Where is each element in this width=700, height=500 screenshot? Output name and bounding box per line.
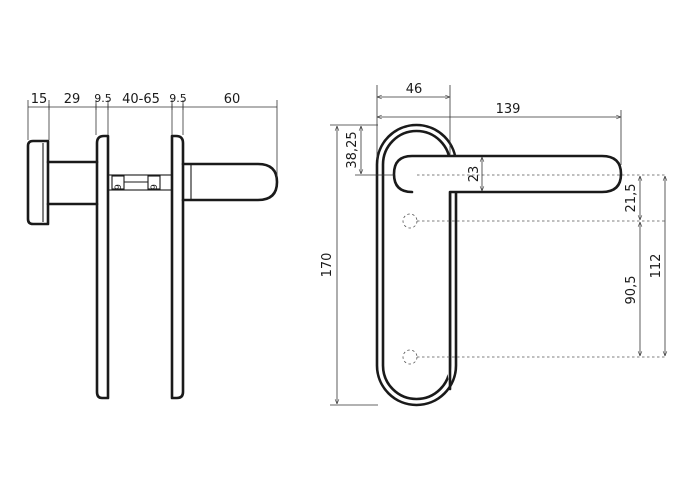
knob-neck (46, 160, 99, 206)
dim-top-offset: 38,25 (345, 131, 360, 168)
dim-lever-height: 23 (467, 166, 482, 183)
dim-plate-right: 9.5 (169, 92, 187, 105)
dim-rose-thickness: 15 (31, 92, 48, 107)
dim-lever-to-screw: 21,5 (624, 184, 639, 213)
dim-lever-to-bottom-screw: 112 (649, 254, 664, 279)
dim-plate-left: 9.5 (94, 92, 112, 105)
spindle: 9 9 (107, 174, 173, 191)
dim-lever-projection: 60 (224, 92, 241, 107)
spindle-label-left: 9 (114, 184, 124, 190)
dim-door-thickness: 40-65 (122, 92, 160, 107)
front-view: 46 139 38,25 23 170 21,5 90,5 11 (320, 82, 665, 407)
dim-lever-length: 139 (496, 102, 521, 117)
front-lever (392, 154, 623, 391)
top-screw-hole (402, 213, 418, 229)
dim-overall-height: 170 (320, 253, 335, 278)
dim-rose-to-plate: 29 (64, 92, 81, 107)
side-lever (181, 162, 279, 202)
dim-screw-spacing: 90,5 (624, 276, 639, 305)
spindle-label-right: 9 (150, 184, 160, 190)
front-dimensions: 46 139 38,25 23 170 21,5 90,5 11 (320, 82, 665, 406)
knob-rose (26, 139, 50, 226)
side-view: 9 9 15 29 9.5 40-65 9.5 60 (26, 92, 279, 400)
right-backplate (170, 134, 185, 400)
side-dimensions: 15 29 9.5 40-65 9.5 60 (27, 92, 278, 178)
left-backplate (95, 134, 110, 400)
bottom-screw-hole (402, 349, 418, 365)
front-backplate-outer (375, 123, 458, 407)
dim-plate-width: 46 (406, 82, 423, 97)
